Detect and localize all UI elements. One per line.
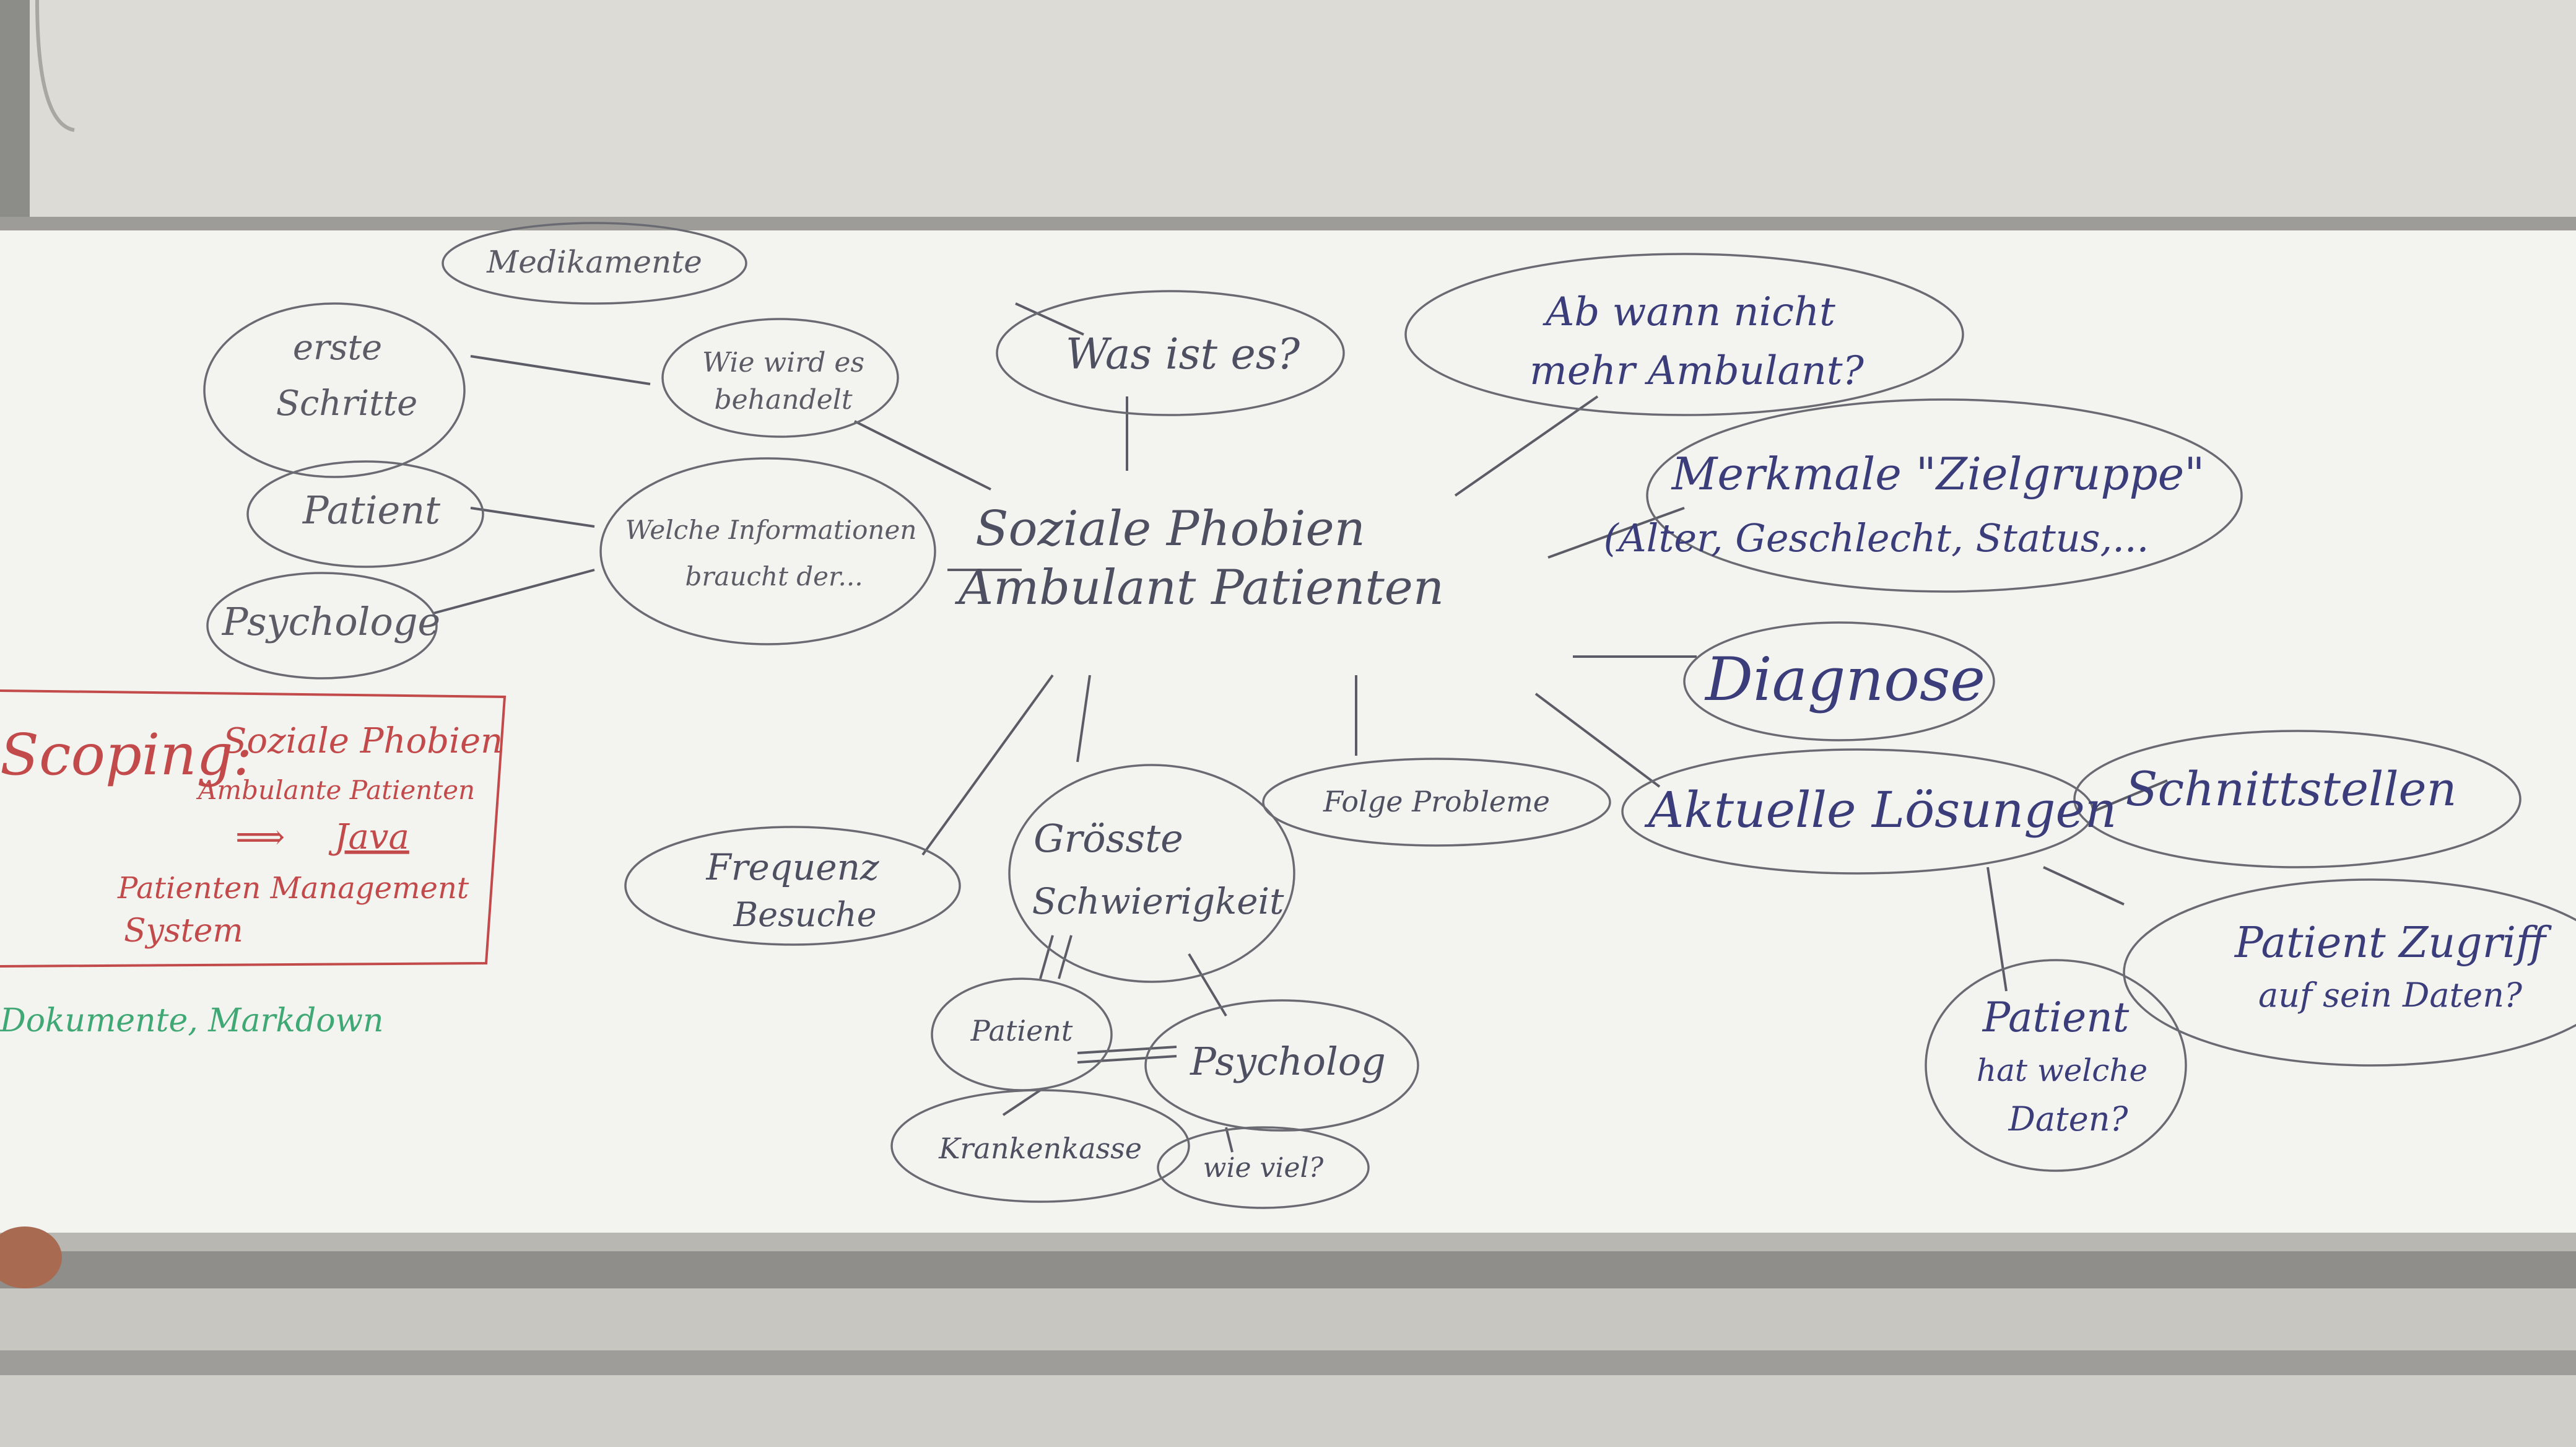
text-sub-psychologe: Psycholog: [1190, 1039, 1386, 1084]
connector-lines: [433, 302, 2168, 1153]
text-folge-probleme: Folge Probleme: [1323, 785, 1550, 818]
text-patient-zugriff-2: auf sein Daten?: [2258, 976, 2523, 1015]
text-schnittstellen: Schnittstellen: [2126, 761, 2457, 816]
text-welche-2: braucht der...: [685, 561, 863, 592]
text-frequenz: Frequenz: [705, 846, 879, 888]
text-schwierigkeit: Schwierigkeit: [1032, 880, 1285, 922]
bubble-was-ist-es: [996, 290, 1345, 416]
bubble-psychologe: [206, 572, 438, 680]
scoping-line2: Ambulante Patienten: [196, 775, 475, 805]
scoping-line1: Soziale Phobien: [223, 721, 503, 761]
marker-tray: [0, 1251, 2576, 1288]
bubble-groesste: [1008, 764, 1295, 983]
text-medikamente: Medikamente: [486, 244, 702, 280]
text-patient-zugriff-1: Patient Zugriff: [2234, 919, 2552, 968]
wall-upper: [0, 0, 2576, 223]
text-patient-daten-1: Patient: [1982, 994, 2130, 1041]
text-patient-daten-2: hat welche: [1977, 1052, 2147, 1088]
text-merkmale-1: Merkmale "Zielgruppe": [1671, 448, 2205, 500]
text-was-ist-es: Was ist es?: [1066, 330, 1300, 379]
text-besuche: Besuche: [733, 895, 876, 934]
lower-rail: [0, 1350, 2576, 1375]
bubble-schnittstellen: [2073, 730, 2522, 868]
text-patient-daten-3: Daten?: [2008, 1099, 2129, 1139]
bubble-sub-psychologe: [1144, 999, 1419, 1132]
text-erste: erste: [293, 328, 382, 368]
floor-wall: [0, 1375, 2576, 1447]
bubble-aktuelle-loesungen: [1621, 748, 2094, 875]
bubble-diagnose: [1683, 621, 1995, 741]
text-wie-viel: wie viel?: [1203, 1152, 1324, 1184]
bubble-patient-zugriff: [2123, 878, 2576, 1067]
hand: [0, 1226, 62, 1288]
text-welche-1: Welche Informationen: [625, 515, 917, 545]
board-frame-bottom: [0, 1233, 2576, 1251]
bubble-wie-behandelt: [661, 318, 899, 438]
bubble-frequenz: [624, 826, 961, 946]
text-center-2: Ambulant Patienten: [955, 560, 1444, 616]
board-frame-top: [0, 217, 2576, 232]
scoping-title: Scoping:: [0, 722, 252, 788]
cable: [35, 0, 75, 132]
text-ab-wann-2: mehr Ambulant?: [1530, 348, 1864, 394]
bubble-merkmale: [1646, 398, 2243, 593]
text-diagnose: Diagnose: [1704, 645, 1985, 714]
text-schritte: Schritte: [276, 383, 418, 424]
scoping-line4: Patienten Management: [117, 871, 469, 906]
text-merkmale-2: (Alter, Geschlecht, Status,...: [1604, 515, 2149, 561]
scoping-arrow: ⟹: [235, 817, 285, 857]
text-wie-behandelt-1: Wie wird es: [702, 347, 864, 378]
text-krankenkasse: Krankenkasse: [938, 1132, 1142, 1165]
scoping-line3: Java: [328, 817, 409, 857]
text-patient: Patient: [302, 487, 440, 533]
lower-wall: [0, 1288, 2576, 1350]
bubble-ab-wann: [1404, 253, 1964, 416]
text-center-1: Soziale Phobien: [975, 501, 1365, 557]
bubble-patient-daten: [1925, 959, 2187, 1172]
bubble-welche-informationen: [599, 457, 936, 645]
bubble-wie-viel: [1157, 1126, 1370, 1209]
text-sub-patient: Patient: [970, 1014, 1073, 1047]
scoping-frame: [0, 689, 507, 968]
text-groesste: Grösste: [1033, 816, 1183, 861]
scoping-box: Scoping: Soziale Phobien Ambulante Patie…: [0, 689, 507, 968]
green-note: Dokumente, Markdown: [0, 1002, 384, 1039]
bubble-folge-probleme: [1262, 758, 1611, 847]
bubble-erste-schritte: [203, 302, 466, 478]
text-aktuelle-loesungen: Aktuelle Lösungen: [1644, 781, 2117, 839]
text-ab-wann-1: Ab wann nicht: [1543, 289, 1835, 335]
bubble-krankenkasse: [890, 1089, 1190, 1203]
bubble-medikamente: [442, 222, 747, 305]
text-wie-behandelt-2: behandelt: [714, 384, 852, 416]
bubble-patient: [246, 460, 484, 568]
text-psychologe: Psychologe: [222, 599, 440, 644]
scoping-line5: System: [124, 912, 243, 950]
